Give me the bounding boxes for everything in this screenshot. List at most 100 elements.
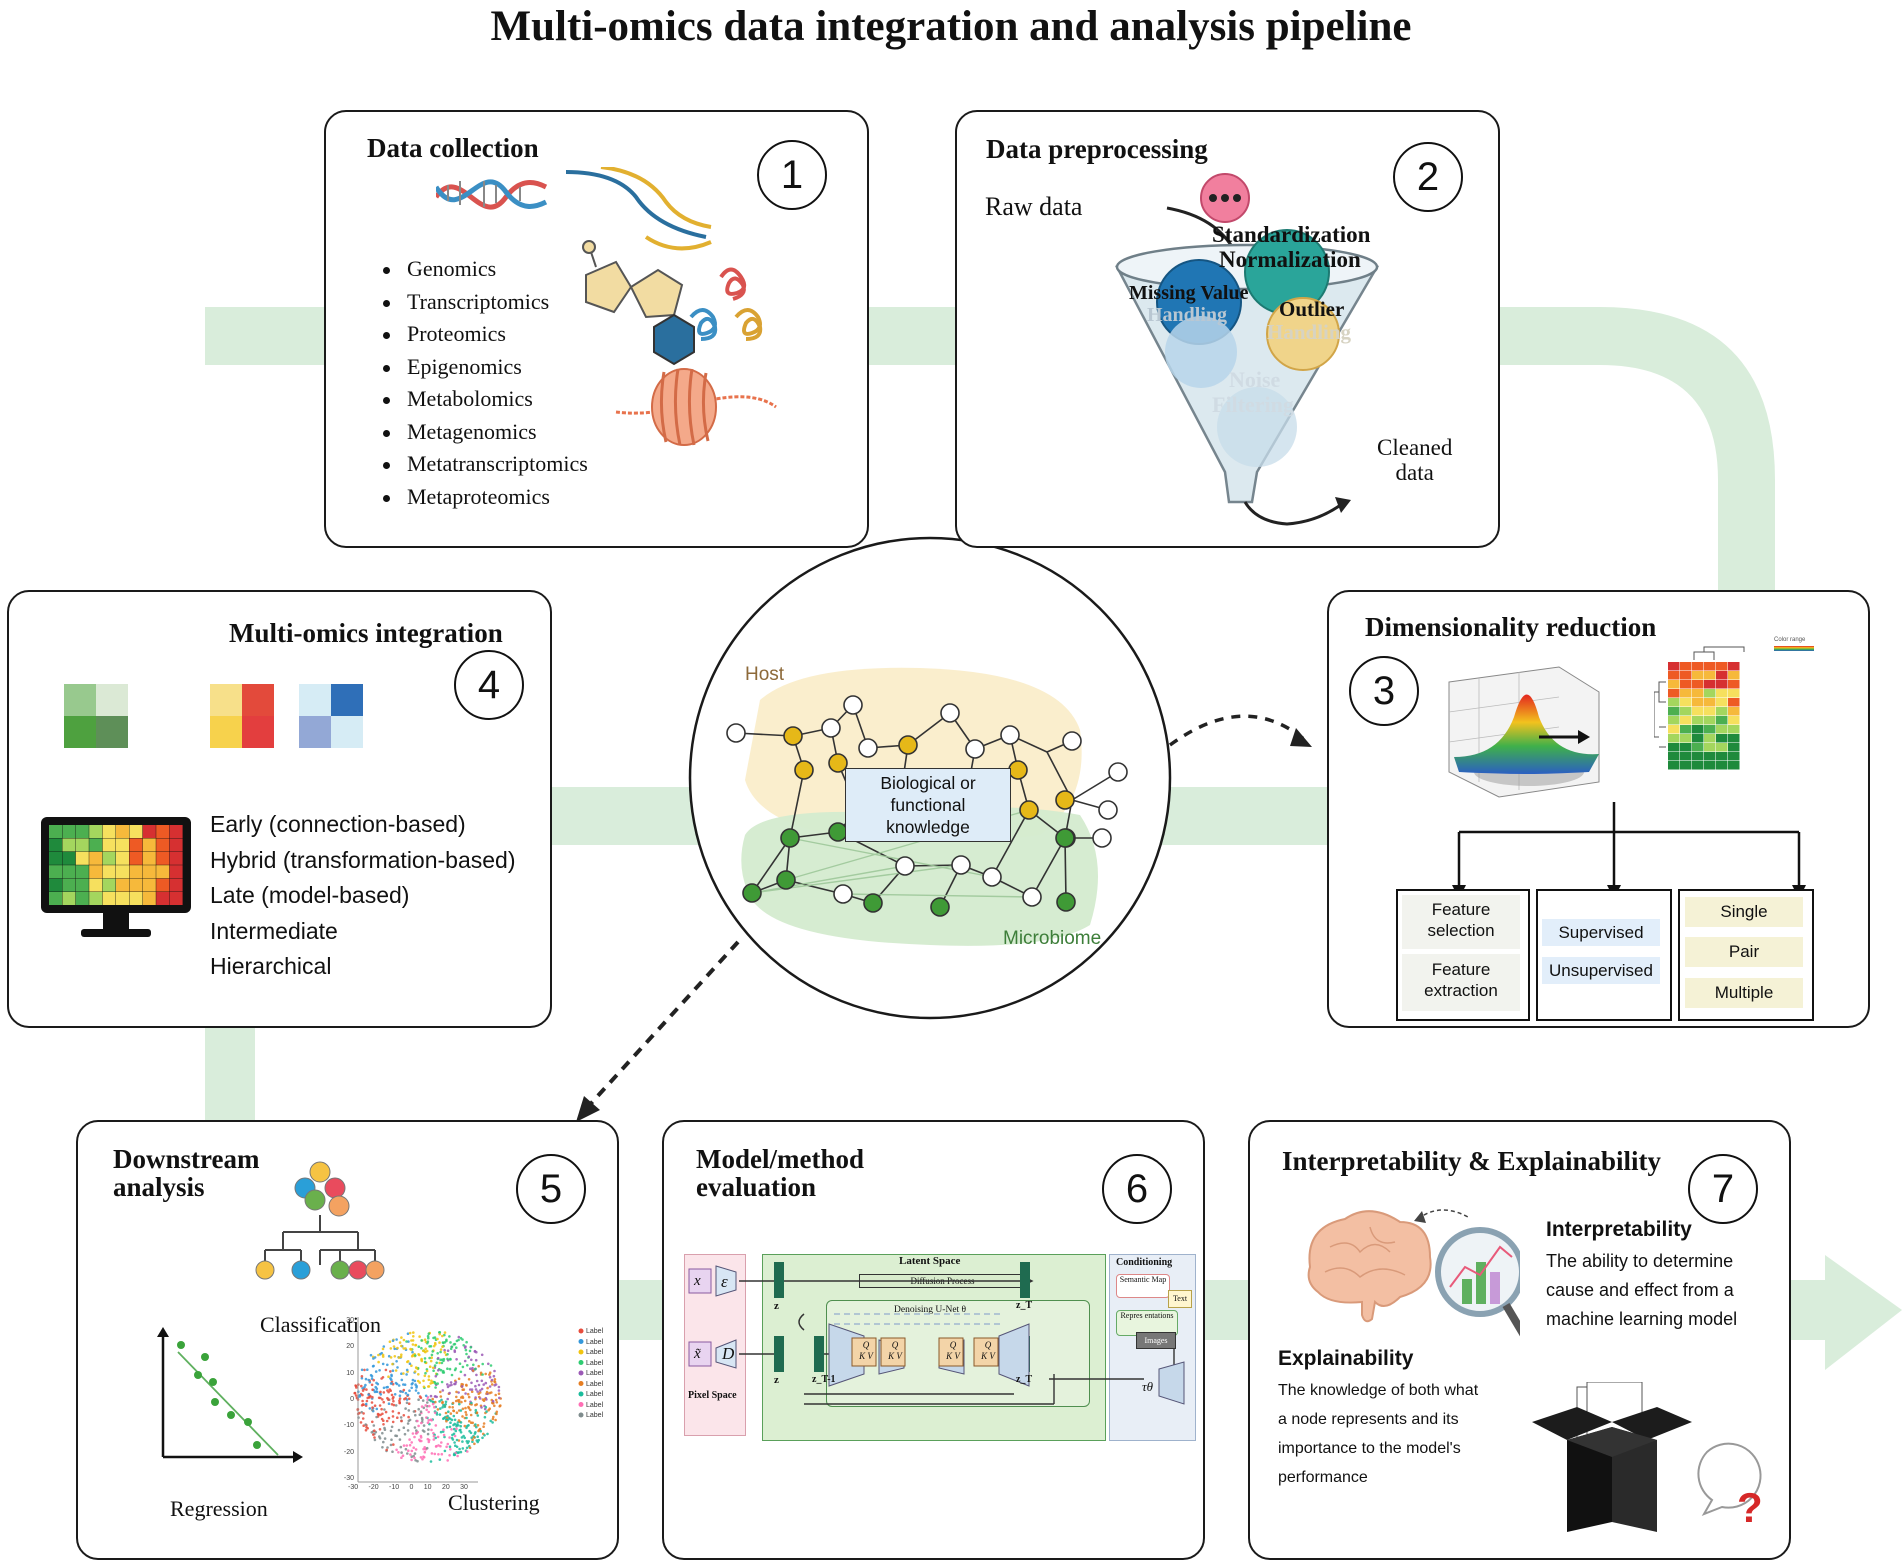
cluster-point [434,1382,437,1385]
cluster-point [383,1408,386,1411]
cluster-point [387,1354,391,1358]
cluster-point [446,1353,449,1356]
monitor-heatmap-cell [62,825,76,838]
cluster-point [367,1378,370,1382]
cluster-point [498,1396,501,1400]
cluster-point [460,1385,464,1388]
cluster-point [402,1383,405,1386]
cluster-point [480,1387,484,1391]
cluster-point [482,1422,486,1425]
cluster-point [495,1412,498,1416]
cluster-point [461,1407,465,1411]
cluster-point [468,1419,471,1423]
monitor-heatmap-cell [102,892,116,905]
monitor-heatmap-cell [156,825,170,838]
reduction-heatmap-cell [1728,689,1740,698]
clustering-label: Clustering [448,1490,540,1515]
cluster-point [421,1457,424,1461]
black-box-icon [1532,1382,1692,1532]
cluster-point [422,1379,425,1383]
cluster-ytick: 30 [346,1317,354,1324]
cluster-point [460,1400,463,1404]
cluster-point [372,1357,375,1360]
cluster-point [446,1349,450,1352]
cluster-point [475,1379,479,1383]
cluster-point [416,1459,419,1463]
monitor-heatmap-cell [116,825,129,838]
cluster-point [459,1409,463,1412]
cluster-point [439,1350,442,1354]
cluster-point [455,1445,459,1449]
cluster-point [383,1437,387,1440]
cluster-point [417,1345,421,1348]
cluster-point [414,1389,418,1392]
cluster-point [494,1418,497,1422]
cluster-point [426,1432,430,1436]
integration-strategies: Early (connection-based) Hybrid (transfo… [210,807,516,985]
step-number-1: 1 [757,140,827,210]
cluster-legend-labels: Label Label Label Label Label Label Labe… [586,1327,603,1422]
cluster-point [426,1334,430,1338]
cluster-point [469,1413,473,1417]
cluster-point [427,1385,431,1388]
cluster-point [448,1391,451,1395]
reduction-heatmap-cell [1704,671,1716,680]
cluster-point [354,1394,358,1397]
cluster-point [354,1384,357,1387]
multiple-cell: Multiple [1685,978,1803,1008]
monitor-heatmap-cell [89,838,103,852]
cluster-point [449,1341,452,1344]
cluster-point [474,1358,478,1362]
cluster-point [498,1405,501,1408]
cluster-point [425,1446,429,1450]
cluster-legend-item: Label [586,1349,604,1356]
monitor-heatmap-cell [102,878,116,892]
cluster-point [397,1384,401,1387]
cluster-point [431,1402,435,1406]
outlier-label-2: Handling [1267,320,1352,344]
cluster-point [433,1411,437,1415]
cluster-point [414,1383,417,1386]
cluster-point [413,1370,417,1373]
cluster-point [443,1331,447,1334]
monitor-heatmap-cell [169,892,183,905]
cluster-point [392,1443,395,1446]
unsupervised-cell: Unsupervised [1542,957,1660,984]
cluster-point [448,1335,451,1338]
cluster-point [396,1346,399,1350]
cluster-point [411,1378,415,1382]
cluster-point [408,1438,411,1441]
cluster-point [459,1431,463,1434]
cluster-point [444,1403,447,1406]
cluster-point [465,1446,469,1450]
cluster-point [479,1389,482,1392]
cluster-point [461,1395,464,1398]
cluster-point [365,1399,369,1403]
cluster-point [365,1426,368,1429]
cluster-point [362,1403,365,1406]
cluster-point [463,1373,467,1377]
monitor-heatmap-cell [49,892,62,905]
cluster-point [402,1426,406,1429]
cluster-point [411,1353,415,1357]
cluster-point [491,1399,495,1403]
brain-magnifier-illustration [1307,1209,1520,1337]
reduction-heatmap-cell [1728,716,1740,725]
cluster-point [453,1422,456,1426]
cluster-point [385,1419,389,1423]
monitor-heatmap-cell [116,838,129,852]
cluster-point [423,1450,427,1454]
cluster-point [449,1421,452,1424]
cluster-legend-swatch [578,1391,584,1397]
cluster-point [406,1393,410,1397]
cluster-point [390,1393,394,1397]
cluster-point [360,1375,364,1378]
monitor-heatmap-cell [75,851,89,865]
cluster-point [360,1384,363,1388]
cluster-point [402,1414,406,1417]
cluster-point [482,1425,485,1428]
cluster-point [366,1368,369,1371]
cluster-point [432,1400,435,1404]
